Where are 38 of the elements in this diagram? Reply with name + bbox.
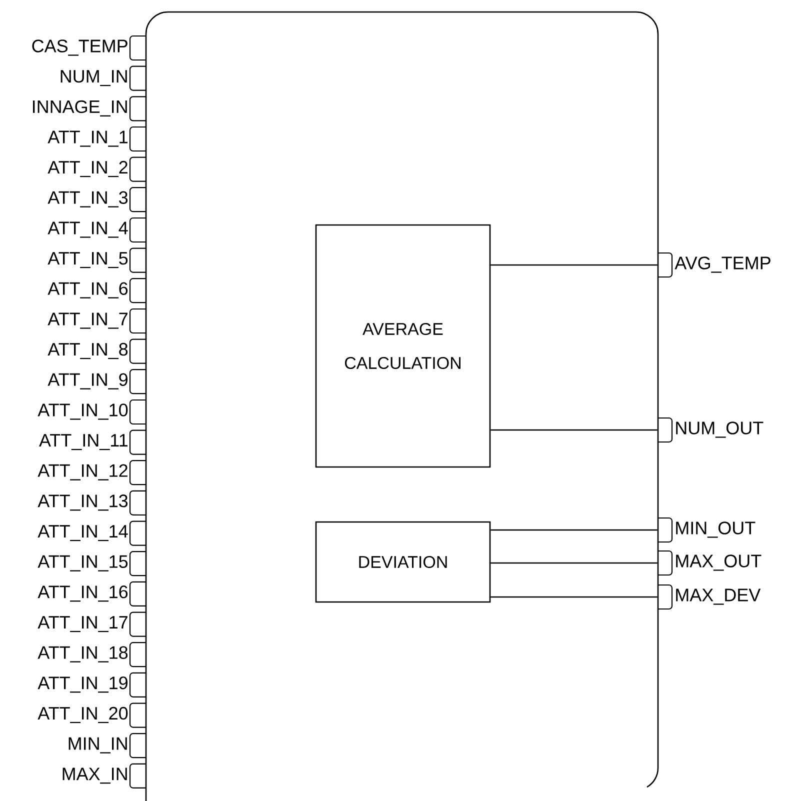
input-port: CAS_TEMP bbox=[32, 35, 146, 61]
input-port: ATT_IN_10 bbox=[38, 399, 146, 425]
input-port: ATT_IN_17 bbox=[38, 612, 146, 637]
input-port: NUM_IN bbox=[60, 66, 146, 91]
input-port: INNAGE_IN bbox=[33, 96, 146, 122]
connector-line bbox=[490, 264, 658, 266]
connector-line bbox=[490, 562, 658, 564]
output-port: MIN_OUT bbox=[658, 517, 756, 543]
input-port: ATT_IN_13 bbox=[38, 490, 146, 516]
process-box: DEVIATION bbox=[315, 521, 491, 603]
input-port: ATT_IN_11 bbox=[39, 430, 146, 455]
connector-line bbox=[490, 529, 658, 531]
function-block bbox=[145, 11, 659, 801]
input-port: ATT_IN_20 bbox=[38, 702, 146, 728]
input-port: ATT_IN_3 bbox=[48, 187, 146, 212]
connector-line bbox=[490, 429, 658, 431]
input-port: ATT_IN_14 bbox=[38, 520, 146, 546]
input-port: ATT_IN_4 bbox=[48, 217, 146, 243]
input-port: ATT_IN_19 bbox=[38, 672, 146, 698]
input-port: ATT_IN_5 bbox=[48, 248, 146, 273]
input-port: ATT_IN_18 bbox=[38, 642, 146, 668]
input-port: ATT_IN_12 bbox=[38, 460, 146, 486]
input-port: ATT_IN_16 bbox=[38, 581, 146, 606]
input-port: ATT_IN_9 bbox=[48, 369, 146, 394]
process-box: AVERAGE CALCULATION bbox=[315, 224, 491, 468]
input-port: ATT_IN_2 bbox=[48, 156, 146, 182]
input-port: MAX_IN bbox=[62, 763, 146, 788]
output-port: MAX_DEV bbox=[658, 584, 761, 610]
output-port: AVG_TEMP bbox=[658, 252, 770, 278]
input-port: ATT_IN_6 bbox=[48, 278, 146, 304]
input-port: ATT_IN_8 bbox=[48, 338, 146, 364]
input-port: ATT_IN_1 bbox=[48, 126, 146, 152]
input-port: ATT_IN_15 bbox=[38, 551, 146, 576]
output-port: MAX_OUT bbox=[658, 550, 762, 576]
output-port: NUM_OUT bbox=[658, 417, 764, 443]
input-port: ATT_IN_7 bbox=[48, 308, 146, 334]
input-port: MIN_IN bbox=[68, 733, 146, 758]
connector-line bbox=[490, 596, 658, 598]
